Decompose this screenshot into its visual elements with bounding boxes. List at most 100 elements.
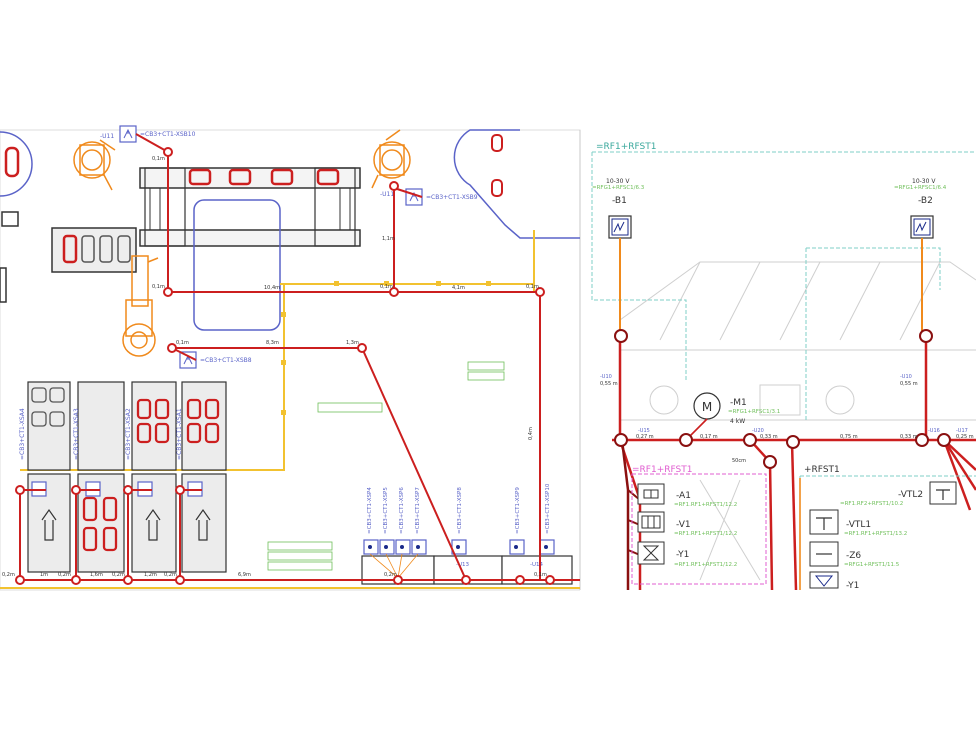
valve-item bbox=[637, 483, 665, 505]
line-label: 0,27 m bbox=[636, 434, 654, 440]
device-item-id: -Z6 bbox=[846, 551, 861, 561]
panel-label: -U14 bbox=[530, 562, 544, 568]
sensor-ref: =RFG1+RFSC1/6.4 bbox=[894, 185, 947, 191]
machine-outline-right bbox=[453, 129, 580, 239]
cable-length: 10,4m bbox=[264, 285, 280, 291]
frame-inner bbox=[805, 247, 941, 420]
device-item-ref: =RF1.RF2+RFST1/10.2 bbox=[840, 501, 903, 507]
connector-tag: =CB3+CT1-XSB9 bbox=[426, 194, 478, 201]
layout-view: -U11 -U11 =CB3+CT1-XSB10 =CB3+CT1-XSB9 =… bbox=[0, 125, 581, 591]
note-box bbox=[467, 371, 505, 381]
cable-bus bbox=[612, 336, 976, 591]
valve-item-ref: =RF1.RF1+RFST1/12.2 bbox=[674, 562, 737, 568]
cable-length: 0,1m bbox=[176, 340, 189, 346]
note-box bbox=[467, 361, 505, 371]
line-label: -U15 bbox=[638, 428, 650, 434]
vertical-tag: =CB3+CT1-XSA4 bbox=[19, 408, 26, 460]
device-item bbox=[929, 481, 957, 505]
line-label: 0,17 m bbox=[700, 434, 718, 440]
cable-length: 0,1m bbox=[380, 284, 393, 290]
cable-length: 0,1m bbox=[152, 156, 165, 162]
cable-length: 0,2m bbox=[112, 572, 125, 578]
valve-item-ref: =RF1.RF1+RFST1/12.2 bbox=[674, 531, 737, 537]
line-label: 0,55 m bbox=[600, 381, 618, 387]
right-box-title: +RFST1 bbox=[804, 465, 840, 475]
cable-length: 6,9m bbox=[238, 572, 251, 578]
device-item-ref: =RF1.RF1+RFST1/13.2 bbox=[844, 531, 907, 537]
robot-label: -U11 bbox=[380, 191, 394, 198]
bottom-whitespace bbox=[580, 590, 976, 738]
yellow-bus-nodes bbox=[281, 281, 491, 415]
valve-item bbox=[637, 511, 665, 533]
proximity-sensor-icon bbox=[608, 215, 632, 239]
cable-length: 1m bbox=[40, 572, 48, 578]
valve-item bbox=[637, 541, 665, 565]
cable-nodes bbox=[15, 147, 555, 585]
device-item bbox=[809, 509, 839, 535]
sensor-ref: =RFG1+RFSC1/6.3 bbox=[592, 185, 645, 191]
cable-length: 0,2m bbox=[164, 572, 177, 578]
roller-station bbox=[51, 227, 137, 273]
device-item-id: -Y1 bbox=[846, 581, 859, 591]
sensor-voltage: 10-30 V bbox=[606, 178, 630, 185]
schematic-view: =RF1+RFST1 10-30 V =RFG1+RFSC1/6.3 -B1 1… bbox=[580, 142, 976, 738]
left-roller-marker bbox=[4, 146, 20, 178]
vertical-conveyor bbox=[77, 381, 125, 573]
cable-length: 1,6m bbox=[90, 572, 103, 578]
valve-item-id: -Y1 bbox=[676, 550, 689, 560]
left-device-box bbox=[1, 211, 19, 227]
line-label: -U10 bbox=[600, 374, 612, 380]
vertical-conveyor bbox=[131, 381, 177, 573]
cable-length: 0,1m bbox=[152, 284, 165, 290]
connector-symbol bbox=[179, 351, 197, 369]
valve-box-title: =RF1+RFST1 bbox=[632, 465, 692, 475]
line-label: 0,75 m bbox=[840, 434, 858, 440]
note-box bbox=[267, 551, 333, 561]
cable-length: 0,4m bbox=[528, 427, 534, 440]
panel-tag: =CB3+CT1-XSP6 bbox=[399, 487, 405, 534]
line-label: 0,33 m bbox=[760, 434, 778, 440]
panel-tag: =CB3+CT1-XSP8 bbox=[457, 487, 463, 534]
valve-item-id: -A1 bbox=[676, 491, 691, 501]
line-label: -U16 bbox=[928, 428, 940, 434]
panel-tag: =CB3+CT1-XSP5 bbox=[383, 487, 389, 534]
device-item-ref: =RFG1+RFST1/11.5 bbox=[844, 562, 900, 568]
line-label: 0,33 m bbox=[900, 434, 918, 440]
connector-symbol bbox=[119, 125, 137, 143]
connector-tag: =CB3+CT1-XSB8 bbox=[200, 357, 252, 364]
device-item-id: -VTL1 bbox=[846, 520, 871, 530]
valve-item-id: -V1 bbox=[676, 520, 691, 530]
cable-length: 8,3m bbox=[266, 340, 279, 346]
connector-tag: =CB3+CT1-XSB10 bbox=[140, 131, 196, 138]
line-label: -U17 bbox=[956, 428, 968, 434]
cable-length: 4,1m bbox=[452, 285, 465, 291]
robot-arm-icon bbox=[122, 255, 159, 357]
cable-length: 0,1m bbox=[534, 572, 547, 578]
panel-tag: =CB3+CT1-XSP4 bbox=[367, 487, 373, 534]
background-conveyor bbox=[619, 261, 976, 581]
cable-length: 1,2m bbox=[144, 572, 157, 578]
device-item bbox=[809, 571, 839, 589]
cable-length: 1,1m bbox=[382, 236, 395, 242]
top-conveyor bbox=[139, 167, 361, 331]
line-label: 0,25 m bbox=[956, 434, 974, 440]
line-label: -U10 bbox=[900, 374, 912, 380]
proximity-sensor-icon bbox=[910, 215, 934, 239]
panel-tag: =CB3+CT1-XSP7 bbox=[415, 487, 421, 534]
frame-label: =RF1+RFST1 bbox=[596, 142, 656, 152]
cable-length: 0,2m bbox=[58, 572, 71, 578]
vertical-tag: =CB3+CT1-XSA3 bbox=[73, 408, 80, 460]
panel-label: -U13 bbox=[456, 562, 470, 568]
note-box bbox=[317, 402, 383, 413]
sensor-voltage: 10-30 V bbox=[912, 178, 936, 185]
vertical-conveyor bbox=[181, 381, 227, 573]
panel-tag: =CB3+CT1-XSP10 bbox=[545, 483, 551, 534]
cable-length: 0,2m bbox=[2, 572, 15, 578]
cable-length: 1,3m bbox=[346, 340, 359, 346]
robot-icon bbox=[73, 139, 116, 191]
cable-length: 0,2m bbox=[384, 572, 397, 578]
motor-power: 4 kW bbox=[730, 418, 745, 425]
cable-length: 0,1m bbox=[526, 284, 539, 290]
note-box bbox=[267, 561, 333, 571]
